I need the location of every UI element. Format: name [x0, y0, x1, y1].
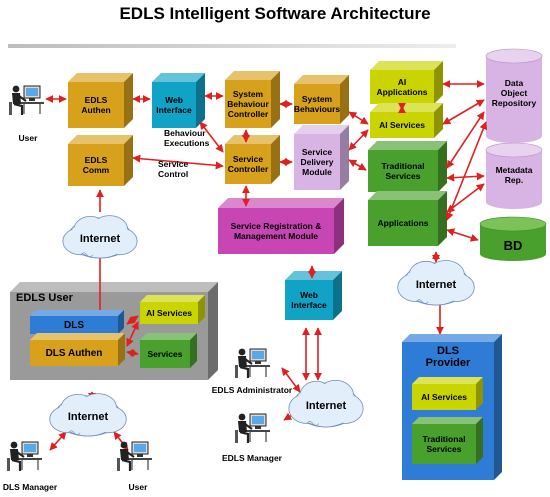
- service-registration-box-label: Service Registration &Management Module: [231, 221, 322, 241]
- internet-right-cloud-label: Internet: [416, 279, 457, 291]
- arrow-sb-aiservices: [348, 111, 369, 125]
- bd-db: BD: [479, 216, 547, 261]
- services-user-box-label: Services: [148, 349, 183, 359]
- diagram-title: EDLS Intelligent Software Architecture: [119, 4, 431, 23]
- user-top-actor-person-at-computer-icon: [9, 85, 44, 115]
- arrow-sdm-aiservices: [348, 129, 369, 151]
- arrow-app-bd: [446, 228, 479, 242]
- edls-administrator-actor: EDLS Administrator: [212, 348, 293, 395]
- user-bottom-actor-person-at-computer-icon: [117, 441, 152, 471]
- ai-services-top-box: AI Services: [370, 103, 443, 138]
- arrow-trad-meta: [446, 172, 485, 182]
- dls-manager-actor: DLS Manager: [3, 441, 58, 492]
- user-bottom-actor-label: User: [129, 482, 149, 492]
- arrow-web-sc: [199, 121, 224, 153]
- ai-services-user-box-label: AI Services: [146, 308, 192, 318]
- arrow-comm-sc: [132, 154, 224, 170]
- title-separator: [8, 44, 456, 48]
- ai-services-provider-box-label: AI Services: [421, 392, 467, 402]
- dls-manager-actor-label: DLS Manager: [3, 482, 58, 492]
- internet-left-cloud-label: Internet: [80, 233, 121, 245]
- bd-label: BD: [504, 238, 523, 253]
- edls-administrator-actor-label: EDLS Administrator: [212, 385, 293, 395]
- internet-center-cloud-label: Internet: [306, 400, 347, 412]
- dls-box-label: DLS: [64, 320, 84, 331]
- arrow-dlsauthen-ai: [126, 321, 139, 347]
- internet-center-cloud: Internet: [288, 379, 364, 428]
- applications-box: Applications: [368, 191, 447, 246]
- user-bottom-actor: User: [117, 441, 152, 492]
- services-user-box: Services: [140, 333, 197, 368]
- arrow-admin-internet: [281, 367, 301, 393]
- user-top-actor: User: [9, 85, 44, 143]
- user-top-actor-label: User: [19, 133, 39, 143]
- edls-manager-actor-label: EDLS Manager: [222, 453, 283, 463]
- edls-manager-actor: EDLS Manager: [222, 413, 283, 463]
- arrow-sdm-trad: [348, 159, 367, 171]
- edls-user-title: EDLS User: [16, 292, 74, 304]
- internet-bottom-left-cloud: Internet: [49, 393, 127, 437]
- edls-manager-actor-person-at-computer-icon: [235, 413, 270, 443]
- arrow-app-repo: [445, 121, 488, 221]
- dls-manager-actor-person-at-computer-icon: [7, 441, 42, 471]
- ai-services-provider-box: AI Services: [412, 377, 483, 410]
- ai-services-user-box: AI Services: [140, 295, 205, 324]
- service-registration-box: Service Registration &Management Module: [218, 198, 344, 254]
- internet-bottom-left-cloud-label: Internet: [68, 411, 109, 423]
- internet-left-cloud: Internet: [62, 215, 138, 259]
- edls-administrator-actor-person-at-computer-icon: [235, 348, 270, 378]
- arrow-internet-dlsmanager: [49, 431, 67, 451]
- internet-right-cloud: Internet: [397, 260, 475, 306]
- dls-authen-box: DLS Authen: [30, 333, 125, 366]
- applications-box-label: Applications: [377, 218, 428, 228]
- dls-box: DLS: [30, 310, 124, 334]
- arrow-dlsauthen-services: [126, 348, 139, 358]
- dls-authen-box-label: DLS Authen: [46, 348, 103, 359]
- ai-services-top-box-label: AI Services: [379, 120, 425, 130]
